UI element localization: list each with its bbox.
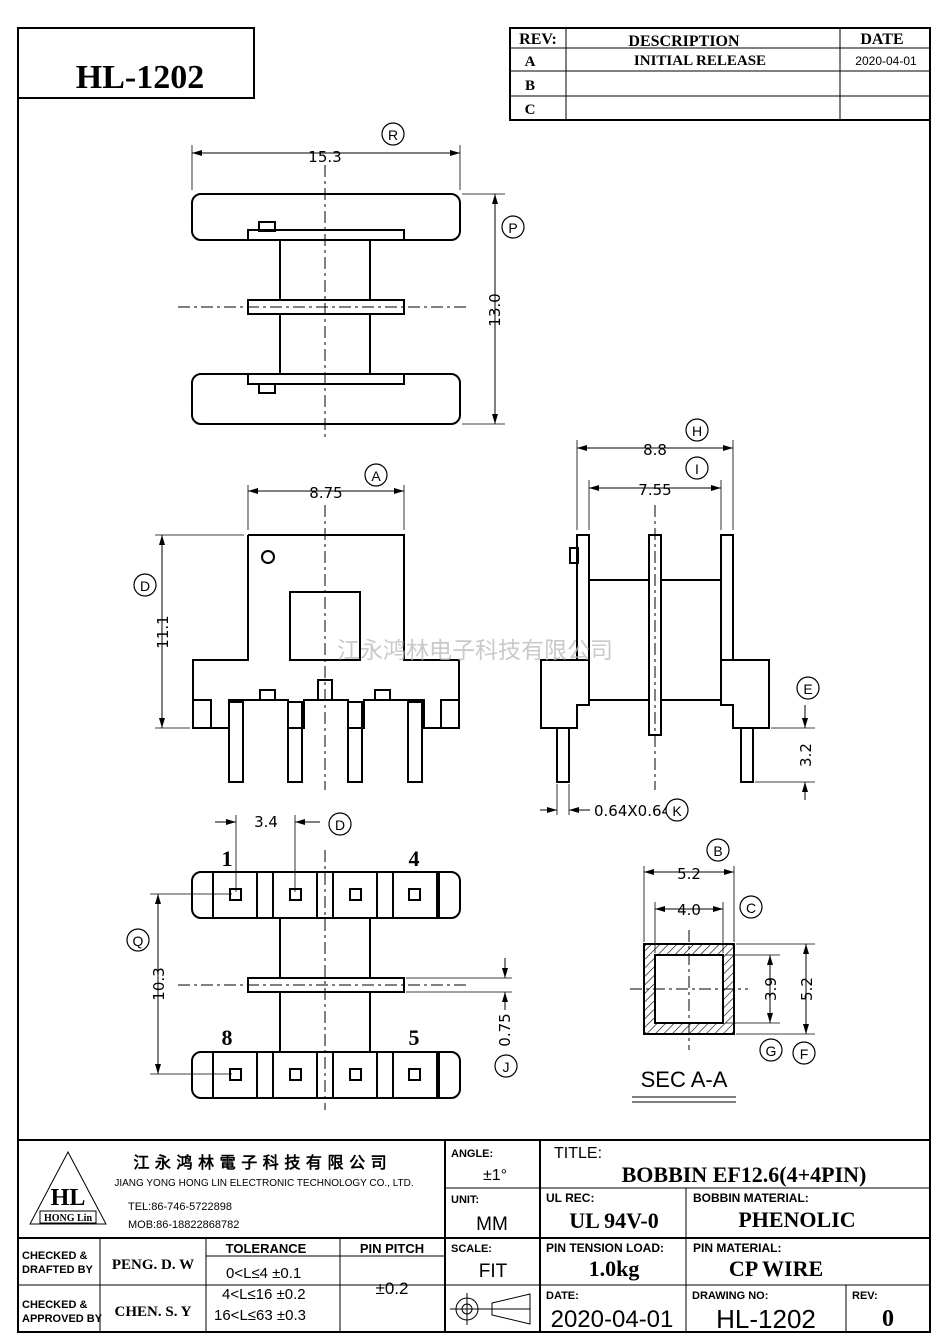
tolerance-label: TOLERANCE — [226, 1241, 307, 1256]
scale-value: FIT — [479, 1261, 508, 1282]
angle-value: ±1° — [483, 1167, 507, 1184]
rev-b: B — [525, 78, 535, 94]
dim-i-value: 7.55 — [638, 481, 671, 499]
pin-4-label: 4 — [409, 846, 420, 871]
watermark: 江永鸿林电子科技有限公司 — [337, 638, 613, 664]
date-value: 2020-04-01 — [551, 1306, 674, 1333]
label-a: A — [371, 468, 381, 484]
angle-label: ANGLE: — [451, 1148, 493, 1160]
dim-p-value: 13.0 — [486, 293, 504, 326]
pin-material-value: CP WIRE — [729, 1256, 823, 1281]
rev-label: REV: — [852, 1290, 878, 1302]
checked-approved-label-1: CHECKED & — [22, 1299, 87, 1311]
logo-subtext: HONG Lin — [44, 1213, 93, 1224]
title-value: BOBBIN EF12.6(4+4PIN) — [622, 1162, 867, 1187]
label-q: Q — [133, 933, 144, 949]
drafted-by-name: PENG. D. W — [112, 1257, 194, 1273]
sheet-border — [17, 98, 931, 1333]
logo-text: HL — [51, 1185, 86, 1211]
dim-c-value: 4.0 — [677, 901, 701, 919]
rev-c: C — [525, 102, 536, 118]
front-view: 8.75 A 11.1 D — [133, 463, 460, 790]
date-label: DATE: — [546, 1290, 579, 1302]
dim-g-value: 3.9 — [762, 977, 780, 1001]
rev-a-desc: INITIAL RELEASE — [634, 53, 766, 69]
bottom-view: 1 4 8 5 3.4 D 10.3 Q 0.75 J — [126, 812, 518, 1110]
label-g: G — [766, 1043, 777, 1059]
ul-value: UL 94V-0 — [569, 1208, 658, 1233]
pin-material-label: PIN MATERIAL: — [693, 1241, 781, 1255]
revision-table: REV: DESCRIPTION DATE A INITIAL RELEASE … — [509, 27, 931, 121]
drawing-no-value: HL-1202 — [716, 1304, 816, 1334]
dim-e-value: 3.2 — [797, 743, 815, 767]
pin-5-label: 5 — [409, 1025, 420, 1050]
dim-f-value: 5.2 — [798, 977, 816, 1001]
checked-drafted-label-2: DRAFTED BY — [22, 1264, 94, 1276]
dim-b-value: 5.2 — [677, 865, 701, 883]
label-b: B — [713, 843, 722, 859]
dim-height-value: 11.1 — [154, 615, 172, 648]
label-k: K — [672, 803, 682, 819]
ul-label: UL REC: — [546, 1191, 594, 1205]
part-number: HL-1202 — [76, 59, 204, 96]
label-j: J — [503, 1059, 510, 1075]
rev-header: REV: — [519, 31, 557, 48]
side-view: 8.8 H 7.55 I 3.2 E 0.64X0.64 K — [540, 418, 820, 822]
label-p: P — [508, 220, 517, 236]
tolerance-1: 0<L≤4 ±0.1 — [226, 1265, 301, 1282]
dim-k-value: 0.64X0.64 — [594, 802, 671, 820]
tolerance-3: 16<L≤63 ±0.3 — [214, 1307, 306, 1324]
company-logo: HL HONG Lin — [29, 1150, 107, 1225]
pin-pitch-label: PIN PITCH — [360, 1241, 424, 1256]
dim-pitch-value: 3.4 — [254, 813, 278, 831]
description-header: DESCRIPTION — [628, 33, 740, 50]
title-block: HL HONG Lin 江 永 鸿 林 電 子 科 技 有 限 公 司 JIAN… — [18, 1139, 930, 1334]
tolerance-2: 4<L≤16 ±0.2 — [222, 1286, 306, 1303]
pin-pitch-value: ±0.2 — [376, 1279, 409, 1298]
company-name-cn: 江 永 鸿 林 電 子 科 技 有 限 公 司 — [133, 1153, 386, 1172]
section-a-a: 5.2 B 4.0 C 3.9 G 5.2 F SEC A-A — [630, 838, 816, 1103]
scale-label: SCALE: — [451, 1243, 492, 1255]
label-i: I — [695, 461, 699, 477]
bobbin-material-value: PHENOLIC — [738, 1207, 855, 1232]
label-d-front: D — [140, 578, 150, 594]
dim-a-value: 8.75 — [309, 484, 342, 502]
rev-value: 0 — [882, 1306, 894, 1332]
pin-8-label: 8 — [222, 1025, 233, 1050]
bobbin-material-label: BOBBIN MATERIAL: — [693, 1191, 809, 1205]
company-mob: MOB:86-18822868782 — [128, 1219, 239, 1231]
rev-a-date: 2020-04-01 — [855, 54, 917, 68]
part-number-box: HL-1202 — [17, 27, 255, 99]
dim-q-value: 10.3 — [150, 967, 168, 1000]
top-view: 15.3 R 13.0 P — [178, 122, 525, 440]
unit-value: MM — [476, 1214, 508, 1235]
pin-tension-label: PIN TENSION LOAD: — [546, 1241, 664, 1255]
unit-label: UNIT: — [451, 1194, 479, 1206]
rev-a: A — [525, 54, 536, 70]
pin-1-label: 1 — [222, 846, 233, 871]
label-c: C — [746, 900, 756, 916]
dim-j-value: 0.75 — [496, 1013, 514, 1046]
projection-symbol-icon — [450, 1293, 531, 1325]
drawing-no-label: DRAWING NO: — [692, 1290, 768, 1302]
pin-tension-value: 1.0kg — [589, 1256, 640, 1281]
checked-drafted-label-1: CHECKED & — [22, 1250, 87, 1262]
label-h: H — [692, 423, 702, 439]
checked-approved-label-2: APPROVED BY — [22, 1313, 103, 1325]
label-f: F — [800, 1046, 809, 1062]
dim-h-value: 8.8 — [643, 441, 667, 459]
company-tel: TEL:86-746-5722898 — [128, 1201, 232, 1213]
label-e: E — [803, 681, 812, 697]
label-d-bottom: D — [335, 817, 345, 833]
approved-by-name: CHEN. S. Y — [115, 1304, 192, 1320]
dim-r-value: 15.3 — [308, 148, 341, 166]
company-name-en: JIANG YONG HONG LIN ELECTRONIC TECHNOLOG… — [114, 1178, 413, 1189]
title-label: TITLE: — [554, 1145, 602, 1162]
section-label: SEC A-A — [641, 1067, 728, 1092]
date-header: DATE — [860, 31, 903, 48]
label-r: R — [388, 127, 398, 143]
